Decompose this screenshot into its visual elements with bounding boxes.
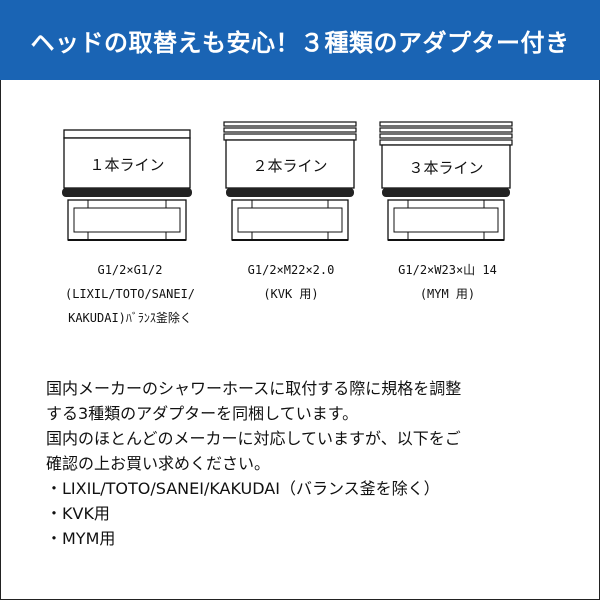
description-line: 国内メーカーのシャワーホースに取付する際に規格を調整 xyxy=(46,379,462,398)
adapter-3-spec-line: G1/2×W23×山 14 xyxy=(398,263,497,277)
adapter-2-label: ２本ライン xyxy=(252,157,327,175)
adapter-1-spec-line: G1/2×G1/2 xyxy=(97,263,163,277)
adapter-2-spec-line: G1/2×M22×2.0 xyxy=(247,263,335,277)
adapter-2-spec: G1/2×M22×2.0 (KVK 用) xyxy=(206,258,376,306)
adapter-3-illustration: ３本ライン xyxy=(376,118,516,268)
compatibility-item: ・KVK用 xyxy=(46,504,110,523)
adapter-3-spec-line: (MYM 用) xyxy=(419,287,476,301)
adapter-1-label: １本ライン xyxy=(89,156,164,174)
description-block: 国内メーカーのシャワーホースに取付する際に規格を調整 する3種類のアダプターを同… xyxy=(46,376,576,551)
adapter-2-spec-line: (KVK 用) xyxy=(263,287,319,301)
adapter-1-spec-line: (LIXIL/TOTO/SANEI/ xyxy=(64,287,196,301)
header-banner: ヘッドの取替えも安心！３種類のアダプター付き xyxy=(0,0,600,80)
adapter-3-label: ３本ライン xyxy=(408,159,483,177)
adapter-1-illustration: １本ライン xyxy=(58,118,198,268)
adapter-1-spec-line: KAKUDAI)ﾊﾞﾗﾝｽ釜除く xyxy=(68,311,192,325)
banner-title: ヘッドの取替えも安心！３種類のアダプター付き xyxy=(30,28,570,57)
adapter-3-spec: G1/2×W23×山 14 (MYM 用) xyxy=(360,258,535,306)
compatibility-list: ・LIXIL/TOTO/SANEI/KAKUDAI（バランス釜を除く） ・KVK… xyxy=(46,476,576,551)
adapter-2-illustration: ２本ライン xyxy=(220,118,360,268)
description-line: 確認の上お買い求めください。 xyxy=(46,454,271,473)
compatibility-item: ・MYM用 xyxy=(46,529,116,548)
description-line: する3種類のアダプターを同梱しています。 xyxy=(46,404,359,423)
description-line: 国内のほとんどのメーカーに対応していますが、以下をご xyxy=(46,429,461,448)
adapter-1-spec: G1/2×G1/2 (LIXIL/TOTO/SANEI/ KAKUDAI)ﾊﾞﾗ… xyxy=(40,258,220,330)
compatibility-item: ・LIXIL/TOTO/SANEI/KAKUDAI（バランス釜を除く） xyxy=(46,479,440,498)
